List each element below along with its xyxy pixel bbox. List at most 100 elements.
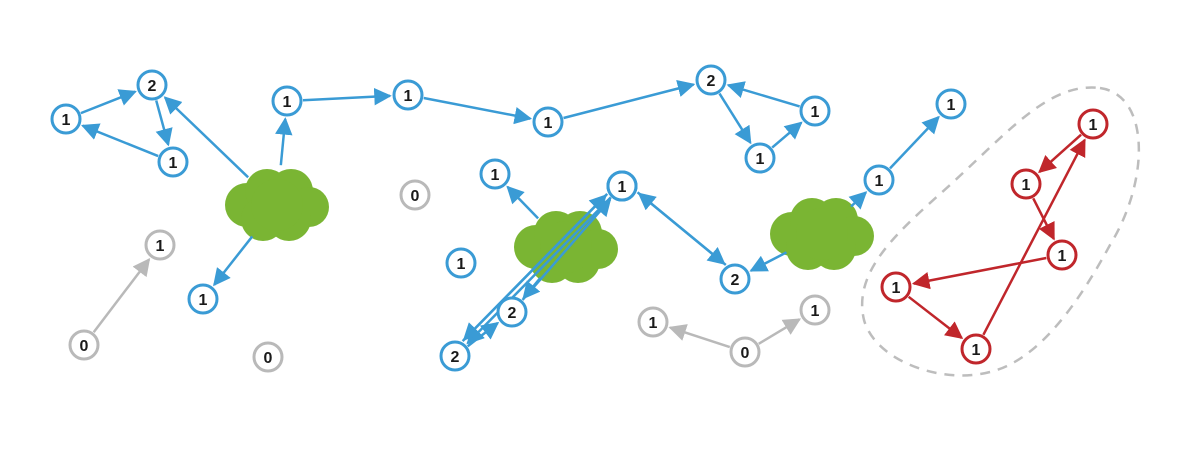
node-n10: 1: [744, 142, 776, 174]
node-n18: 2: [439, 340, 471, 372]
edge-n1-to-n2: [80, 89, 137, 115]
node-circle: [935, 88, 967, 120]
edge-n7-to-n8: [563, 79, 696, 120]
node-circle: [1077, 108, 1109, 140]
node-circle: [445, 247, 477, 279]
node-circle: [1046, 239, 1078, 271]
node-label: 1: [811, 104, 820, 121]
edge-n2-to-n3: [155, 100, 173, 147]
edge-g6-to-g7: [758, 318, 802, 345]
node-label: 1: [756, 151, 765, 168]
strongly-connected-component-outline: [861, 86, 1141, 377]
node-label: 1: [1058, 248, 1067, 265]
node-r3: 1: [1046, 239, 1078, 271]
node-n13: 1: [479, 158, 511, 190]
node-label: 1: [649, 315, 658, 332]
node-n17: 1: [445, 247, 477, 279]
node-g7: 1: [799, 294, 831, 326]
node-r2: 1: [1010, 168, 1042, 200]
edge-n3-to-n1: [81, 123, 159, 158]
edge-n6-to-n7: [423, 96, 533, 125]
edge-n20-to-n19: [637, 192, 727, 266]
node-n12: 1: [863, 164, 895, 196]
node-circle: [399, 179, 431, 211]
node-label: 1: [169, 155, 178, 172]
node-label: 1: [972, 342, 981, 359]
node-circle: [744, 142, 776, 174]
edge-c2-to-n13: [506, 185, 540, 220]
node-n19: 1: [606, 170, 638, 202]
node-circle: [695, 64, 727, 96]
node-circle: [439, 340, 471, 372]
node-circle: [880, 271, 912, 303]
node-label: 1: [62, 112, 71, 129]
edge-n9-to-n8: [726, 81, 801, 108]
node-label: 0: [264, 350, 273, 367]
node-label: 2: [731, 272, 740, 289]
edges-layer: [80, 79, 1086, 349]
edge-r3-to-r4: [911, 256, 1047, 290]
edge-n8-to-n10: [718, 92, 752, 145]
node-n16: 2: [496, 296, 528, 328]
node-circle: [863, 164, 895, 196]
node-label: 0: [80, 338, 89, 355]
node-label: 1: [811, 303, 820, 320]
node-circle: [637, 306, 669, 338]
edge-c1-to-n5: [213, 235, 254, 287]
edge-g1-to-g2: [92, 257, 151, 334]
edge-n10-to-n9: [771, 121, 803, 149]
node-n4: 1: [271, 85, 303, 117]
node-r5: 1: [960, 333, 992, 365]
node-label: 1: [404, 88, 413, 105]
node-n2: 2: [136, 69, 168, 101]
edge-n18-to-n16: [466, 321, 500, 348]
node-circle: [50, 103, 82, 135]
node-label: 2: [451, 349, 460, 366]
cloud-c1: [225, 169, 329, 241]
node-label: 1: [156, 238, 165, 255]
edge-c3-to-n12: [848, 191, 868, 210]
node-g4: 0: [252, 341, 284, 373]
node-g5: 1: [637, 306, 669, 338]
edge-c1-to-n4: [275, 117, 293, 166]
node-n6: 1: [392, 79, 424, 111]
node-label: 1: [457, 256, 466, 273]
node-label: 1: [1022, 177, 1031, 194]
node-label: 1: [283, 94, 292, 111]
node-label: 1: [491, 167, 500, 184]
node-r4: 1: [880, 271, 912, 303]
node-label: 1: [544, 115, 553, 132]
nodes-layer: 12111112111111121212010010111111: [50, 64, 1109, 373]
node-circle: [187, 283, 219, 315]
node-label: 2: [508, 305, 517, 322]
node-n3: 1: [157, 146, 189, 178]
node-label: 1: [947, 97, 956, 114]
node-label: 1: [1089, 117, 1098, 134]
node-circle: [157, 146, 189, 178]
node-label: 1: [199, 292, 208, 309]
edge-n12-to-n11: [889, 115, 940, 170]
edge-n14-to-n18: [466, 196, 612, 345]
node-g1: 0: [68, 329, 100, 361]
node-circle: [496, 296, 528, 328]
node-g6: 0: [729, 336, 761, 368]
node-circle: [252, 341, 284, 373]
edge-n16-to-n14: [521, 198, 612, 301]
node-circle: [719, 263, 751, 295]
edge-r5-to-r1: [982, 138, 1086, 336]
node-r1: 1: [1077, 108, 1109, 140]
node-n1: 1: [50, 103, 82, 135]
node-circle: [960, 333, 992, 365]
node-circle: [68, 329, 100, 361]
node-label: 1: [892, 280, 901, 297]
node-n20: 2: [719, 263, 751, 295]
edge-g6-to-g5: [668, 324, 731, 349]
node-label: 2: [707, 73, 716, 90]
node-label: 2: [148, 78, 157, 95]
edge-c3-to-n20: [749, 251, 788, 272]
node-label: 0: [411, 188, 420, 205]
node-g2: 1: [144, 229, 176, 261]
node-circle: [479, 158, 511, 190]
edge-r1-to-r2: [1038, 133, 1082, 174]
